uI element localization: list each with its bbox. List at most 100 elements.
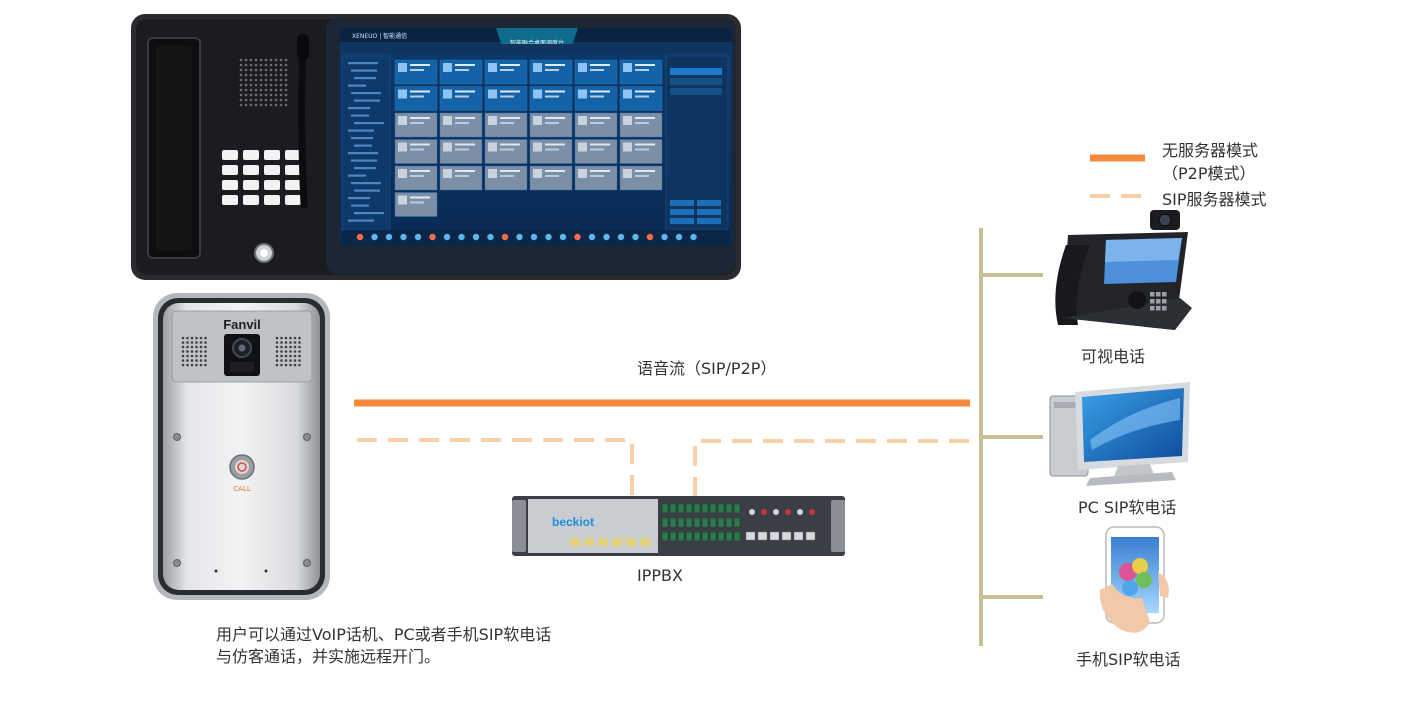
grille-dot xyxy=(284,363,288,367)
tile-avatar xyxy=(533,142,542,152)
pbx-port xyxy=(669,503,677,514)
tile-avatar xyxy=(623,116,632,125)
grille-dot xyxy=(298,363,301,367)
grille-dot xyxy=(264,93,268,97)
toolbar-icon xyxy=(472,233,480,241)
grille-dot xyxy=(204,345,207,349)
speaker-grille-icon xyxy=(239,58,288,107)
grille-dot xyxy=(259,68,263,72)
tile-text xyxy=(455,64,475,66)
grille-dot xyxy=(204,350,207,353)
tree-item xyxy=(354,189,380,192)
mic-hole xyxy=(264,569,268,573)
grille-dot xyxy=(275,350,279,353)
pbx-port xyxy=(693,503,701,514)
grille-dot xyxy=(259,103,263,107)
tile-text xyxy=(545,64,565,66)
pbx-rj45 xyxy=(781,531,792,541)
handset-icon xyxy=(147,37,201,259)
tile-text xyxy=(545,69,559,71)
grille-dot xyxy=(254,98,258,102)
pbx-port xyxy=(685,503,693,514)
grille-dot xyxy=(284,359,288,362)
grille-dot xyxy=(264,83,268,87)
grille-dot xyxy=(264,98,268,102)
grille-dot xyxy=(275,345,279,349)
grille-dot xyxy=(269,68,273,72)
usage-note-line2: 与仿客通话，并实施远程开门。 xyxy=(216,647,441,666)
side-button xyxy=(697,200,721,206)
tile-text xyxy=(410,90,430,93)
phone-key xyxy=(1156,292,1161,297)
tile-text xyxy=(545,143,565,146)
side-row xyxy=(670,68,722,75)
tile-avatar xyxy=(533,63,542,72)
tile-text xyxy=(635,64,655,66)
toolbar-icon xyxy=(356,233,364,241)
console-title: 智能融合桌面调度台 xyxy=(510,39,564,47)
tile-text xyxy=(635,143,655,146)
pbx-port xyxy=(717,517,725,528)
grille-dot xyxy=(284,336,288,340)
tile-avatar xyxy=(623,169,632,178)
keypad-key xyxy=(222,195,238,205)
keypad-key xyxy=(285,150,301,160)
grille-dot xyxy=(274,83,278,87)
tile-text xyxy=(590,148,604,151)
tile-text xyxy=(590,143,610,146)
grille-dot xyxy=(190,350,194,353)
toolbar-icon xyxy=(443,233,451,241)
pbx-module xyxy=(612,538,622,546)
grille-dot xyxy=(274,78,278,82)
grille-dot xyxy=(259,58,263,62)
tile-avatar xyxy=(533,116,542,125)
tile-text xyxy=(500,170,520,172)
tree-item xyxy=(354,99,380,102)
tile-text xyxy=(455,122,469,124)
tree-item xyxy=(354,77,376,80)
pbx-rj45 xyxy=(757,531,768,541)
legend-solid-label: 无服务器模式 xyxy=(1162,141,1259,160)
toolbar-icon xyxy=(617,233,625,241)
tile-text xyxy=(455,170,475,172)
grille-dot xyxy=(279,103,283,107)
grille-dot xyxy=(244,78,248,82)
grille-dot xyxy=(264,73,268,77)
tile-text xyxy=(590,90,610,93)
pbx-rj45 xyxy=(745,531,756,541)
grille-dot xyxy=(269,63,273,67)
grille-dot xyxy=(269,88,273,92)
grille-dot xyxy=(279,73,283,77)
grille-dot xyxy=(249,78,253,82)
tile-avatar xyxy=(488,169,497,178)
grille-dot xyxy=(186,359,189,362)
grille-dot xyxy=(279,93,283,97)
tile-avatar xyxy=(578,169,587,178)
pbx-port xyxy=(725,517,733,528)
grille-dot xyxy=(254,73,258,77)
tree-item xyxy=(348,174,366,177)
desktop-pc-icon xyxy=(1049,382,1190,486)
tile-text xyxy=(635,95,649,98)
tree-item xyxy=(351,69,377,72)
tile-text xyxy=(635,148,649,151)
grille-dot xyxy=(254,93,258,97)
mobile-softphone-label: 手机SIP软电话 xyxy=(1076,650,1181,669)
camera-icon xyxy=(224,334,260,376)
grille-dot xyxy=(254,63,258,67)
grille-dot xyxy=(254,83,258,87)
grille-dot xyxy=(254,78,258,82)
toolbar-icon xyxy=(400,233,407,241)
keypad-key xyxy=(285,165,301,175)
grille-dot xyxy=(284,354,288,358)
grille-dot xyxy=(254,88,258,92)
pbx-port xyxy=(677,531,685,542)
grille-dot xyxy=(280,350,283,353)
grille-dot xyxy=(264,68,268,72)
grille-dot xyxy=(199,363,203,367)
toolbar-icon xyxy=(661,233,668,241)
pbx-jack xyxy=(761,509,767,515)
tree-item xyxy=(351,114,369,117)
tile-avatar xyxy=(623,89,632,99)
grille-dot xyxy=(244,58,248,62)
